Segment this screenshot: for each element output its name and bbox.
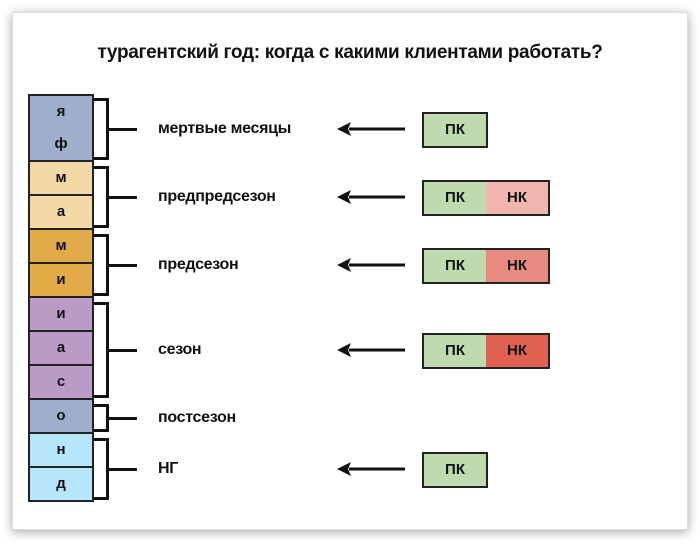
arrow-left-icon [337,258,405,272]
group-bracket [94,98,109,160]
month-cell: а [28,196,94,230]
season-label: предсезон [158,256,239,273]
month-cell: д [28,468,94,502]
season-label: мертвые месяцы [158,120,292,137]
client-box-pk: ПК [422,333,488,369]
month-cell: и [28,298,94,332]
month-cell: а [28,332,94,366]
bracket-stem [109,128,137,131]
client-box-pk: ПК [422,248,488,284]
bracket-stem [109,196,137,199]
client-box-pk: ПК [422,180,488,216]
arrow-left-icon [337,190,405,204]
bracket-stem [109,349,137,352]
group-bracket [94,404,109,432]
season-label: НГ [158,460,179,477]
month-cell: и [28,264,94,298]
arrow-left-icon [337,462,405,476]
arrow-left-icon [337,343,405,357]
month-cell: с [28,366,94,400]
group-bracket [94,438,109,500]
client-box-pk: ПК [422,112,488,148]
client-box-nk: НК [486,333,550,369]
client-box-pk: ПК [422,452,488,488]
group-bracket [94,234,109,296]
client-box-nk: НК [486,180,550,216]
group-bracket [94,166,109,228]
client-box-nk: НК [486,248,550,284]
season-label: постсезон [158,409,236,426]
month-cell: н [28,434,94,468]
bracket-stem [109,468,137,471]
month-cell: м [28,230,94,264]
month-cell: я [28,94,94,130]
season-label: сезон [158,341,202,358]
arrow-left-icon [337,122,405,136]
group-bracket [94,302,109,398]
bracket-stem [109,417,137,420]
month-cell: ф [28,128,94,162]
season-label: предпредсезон [158,188,276,205]
month-cell: м [28,162,94,196]
month-cell: о [28,400,94,434]
diagram-title: турагентский год: когда с какими клиента… [97,42,603,63]
bracket-stem [109,264,137,267]
